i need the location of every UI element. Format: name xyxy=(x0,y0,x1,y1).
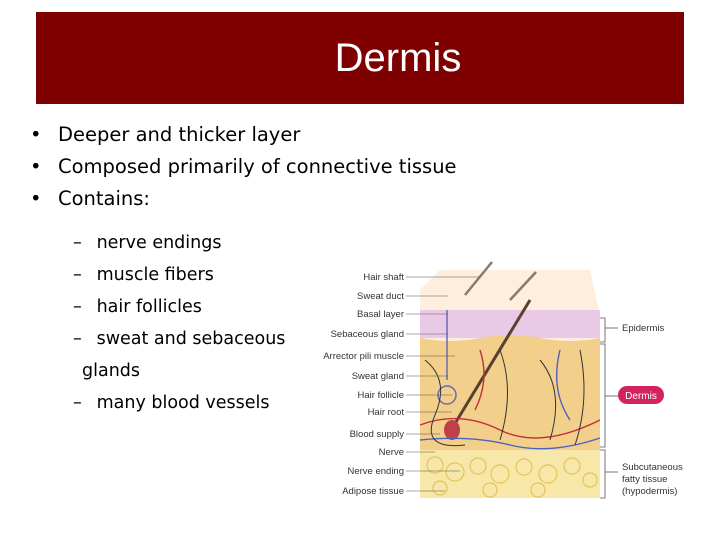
label-leaders xyxy=(406,276,480,492)
bullet-list: •Deeper and thicker layer •Composed prim… xyxy=(30,119,457,215)
skin-cross-section-figure: Hair shaft Sweat duct Basal layer Sebace… xyxy=(323,261,683,499)
adipose-cells xyxy=(426,456,598,498)
label-hair-follicle: Hair follicle xyxy=(358,390,404,401)
label-basal-layer: Basal layer xyxy=(357,309,404,320)
sub-bullet-list: – nerve endings – muscle fibers – hair f… xyxy=(73,227,285,419)
bullet-item: •Composed primarily of connective tissue xyxy=(30,155,457,178)
sub-item-glands-continued: glands xyxy=(82,361,141,381)
nerves xyxy=(424,349,585,447)
sub-item-muscle-fibers: – muscle fibers xyxy=(73,265,214,285)
label-hair-shaft: Hair shaft xyxy=(363,272,404,283)
label-nerve: Nerve xyxy=(379,447,404,458)
label-adipose-tissue: Adipose tissue xyxy=(342,486,404,497)
sub-item-hair-follicles: – hair follicles xyxy=(73,297,202,317)
label-dermis: Dermis xyxy=(625,391,657,402)
label-epidermis: Epidermis xyxy=(622,323,664,334)
label-nerve-ending: Nerve ending xyxy=(347,466,404,477)
hair-follicle xyxy=(446,299,532,436)
dermis-layer xyxy=(420,335,600,450)
sub-item-sweat-sebaceous: – sweat and sebaceous xyxy=(73,329,286,349)
label-arrector-pili: Arrector pili muscle xyxy=(323,351,404,362)
label-subcutaneous: Subcutaneous xyxy=(622,462,683,473)
label-hair-root: Hair root xyxy=(368,407,405,418)
label-fatty-tissue: fatty tissue xyxy=(622,474,667,485)
hair-shaft xyxy=(464,261,493,296)
sub-item-blood-vessels: – many blood vessels xyxy=(73,393,270,413)
title-bar: Dermis xyxy=(36,12,684,104)
slide-title: Dermis xyxy=(334,35,462,80)
skin-block xyxy=(419,261,601,498)
hair-root xyxy=(444,420,460,440)
sub-item-nerve-endings: – nerve endings xyxy=(73,233,222,253)
label-hypodermis: (hypodermis) xyxy=(622,486,677,497)
right-brackets xyxy=(600,317,618,499)
hair-shaft xyxy=(509,271,537,301)
bullet-item: •Deeper and thicker layer xyxy=(30,123,301,146)
blood-vessels xyxy=(419,349,601,450)
label-blood-supply: Blood supply xyxy=(350,429,405,440)
bullet-item: •Contains: xyxy=(30,187,151,210)
dermis-badge xyxy=(618,386,664,404)
label-sweat-duct: Sweat duct xyxy=(357,291,404,302)
label-sebaceous-gland: Sebaceous gland xyxy=(331,329,404,340)
label-sweat-gland: Sweat gland xyxy=(352,371,404,382)
